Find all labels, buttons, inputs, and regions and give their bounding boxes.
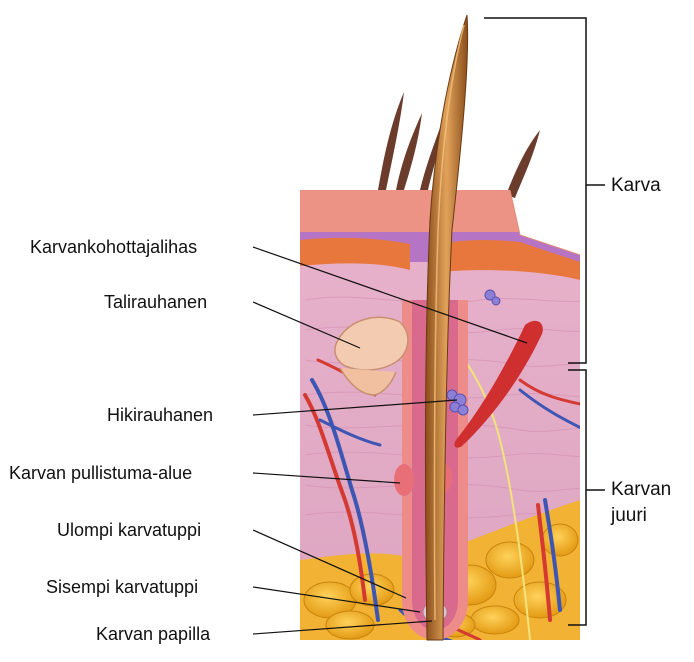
label-hair-root-line2: juuri — [611, 504, 647, 528]
bulge-left — [394, 464, 414, 496]
label-sebaceous-gland: Talirauhanen — [104, 291, 207, 313]
label-hair-shaft: Karva — [611, 174, 661, 198]
label-sweat-gland: Hikirauhanen — [107, 404, 213, 426]
label-outer-root-sheath: Ulompi karvatuppi — [57, 519, 201, 541]
epidermis-top — [300, 190, 520, 235]
label-hair-root-line1: Karvan — [611, 478, 671, 502]
background-hair-2 — [396, 113, 422, 190]
label-inner-root-sheath: Sisempi karvatuppi — [46, 576, 198, 598]
label-hair-bulge: Karvan pullistuma-alue — [9, 462, 192, 484]
label-arrector-pili-muscle: Karvankohottajalihas — [30, 236, 197, 258]
label-hair-papilla: Karvan papilla — [96, 623, 210, 645]
background-hair-4 — [506, 130, 540, 198]
